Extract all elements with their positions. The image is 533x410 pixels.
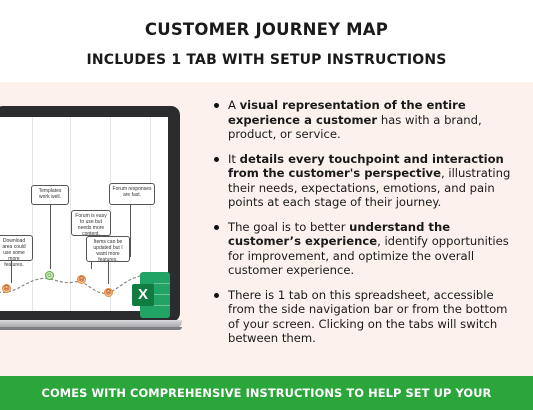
bullet-text: There is 1 tab on this spreadsheet, acce… [228, 287, 508, 346]
bubble-stem [108, 262, 109, 284]
bullet-bold-text: details every touchpoint and interaction… [228, 151, 504, 181]
spreadsheet-preview: Templates work well. Forum responses are… [0, 117, 168, 311]
bullet-icon [214, 292, 219, 298]
feedback-bubble: Forum is easy to use but needs more cont… [71, 210, 111, 237]
feedback-bubble: Forum responses are fast. [109, 183, 155, 205]
bullet-text: The goal is to better [228, 219, 350, 234]
feedback-bubble: Download area could use some more featur… [0, 235, 33, 268]
feedback-bubble: Items can be updated but I want more fea… [86, 236, 130, 263]
laptop-base [0, 320, 182, 329]
bullet-icon [214, 156, 219, 162]
excel-letter: X [132, 284, 154, 306]
list-item: A visual representation of the entire ex… [214, 98, 514, 142]
excel-logo-icon: X [132, 272, 170, 318]
excel-row [154, 294, 170, 305]
bullet-icon [214, 103, 219, 108]
bubble-stem [11, 261, 12, 283]
happy-face-icon: ☺ [45, 271, 54, 280]
laptop-screen: Templates work well. Forum responses are… [0, 106, 180, 322]
list-item: It details every touchpoint and interact… [214, 152, 514, 210]
bubble-stem [130, 205, 131, 257]
bullet-text: , illustrating their needs, expectations… [228, 166, 511, 209]
feedback-bubble: Templates work well. [31, 185, 69, 205]
content-area: Templates work well. Forum responses are… [0, 82, 533, 376]
list-item: There is 1 tab on this spreadsheet, acce… [214, 288, 514, 346]
bullet-bold-text: visual representation of the entire expe… [228, 98, 466, 127]
grid-line [70, 117, 71, 311]
bubble-stem [50, 205, 51, 269]
excel-row [154, 283, 170, 294]
bullet-bold-text: understand the customer’s experience [228, 219, 451, 249]
bullet-icon [214, 224, 219, 230]
bullet-text: A [228, 98, 240, 112]
grid-line [150, 117, 151, 311]
page-subtitle: INCLUDES 1 TAB WITH SETUP INSTRUCTIONS [86, 52, 447, 68]
list-item: The goal is to better understand the cus… [214, 220, 514, 278]
feature-list: A visual representation of the entire ex… [214, 98, 514, 356]
sad-face-icon: ☹ [2, 284, 11, 293]
neutral-face-icon: ☹ [77, 275, 86, 284]
footer-banner: COMES WITH COMPREHENSIVE INSTRUCTIONS TO… [0, 376, 533, 410]
header: CUSTOMER JOURNEY MAP INCLUDES 1 TAB WITH… [0, 0, 533, 82]
journey-line [0, 274, 145, 294]
sad-face-icon: ☹ [104, 288, 113, 297]
bullet-text: has with a brand, product, or service. [228, 112, 482, 142]
excel-row [154, 305, 170, 316]
laptop-foot [0, 327, 182, 330]
grid-line [32, 117, 33, 311]
bullet-text: , identify opportunities for improvement… [228, 234, 509, 277]
bullet-text: It [228, 151, 240, 166]
page-title: CUSTOMER JOURNEY MAP [144, 20, 389, 39]
